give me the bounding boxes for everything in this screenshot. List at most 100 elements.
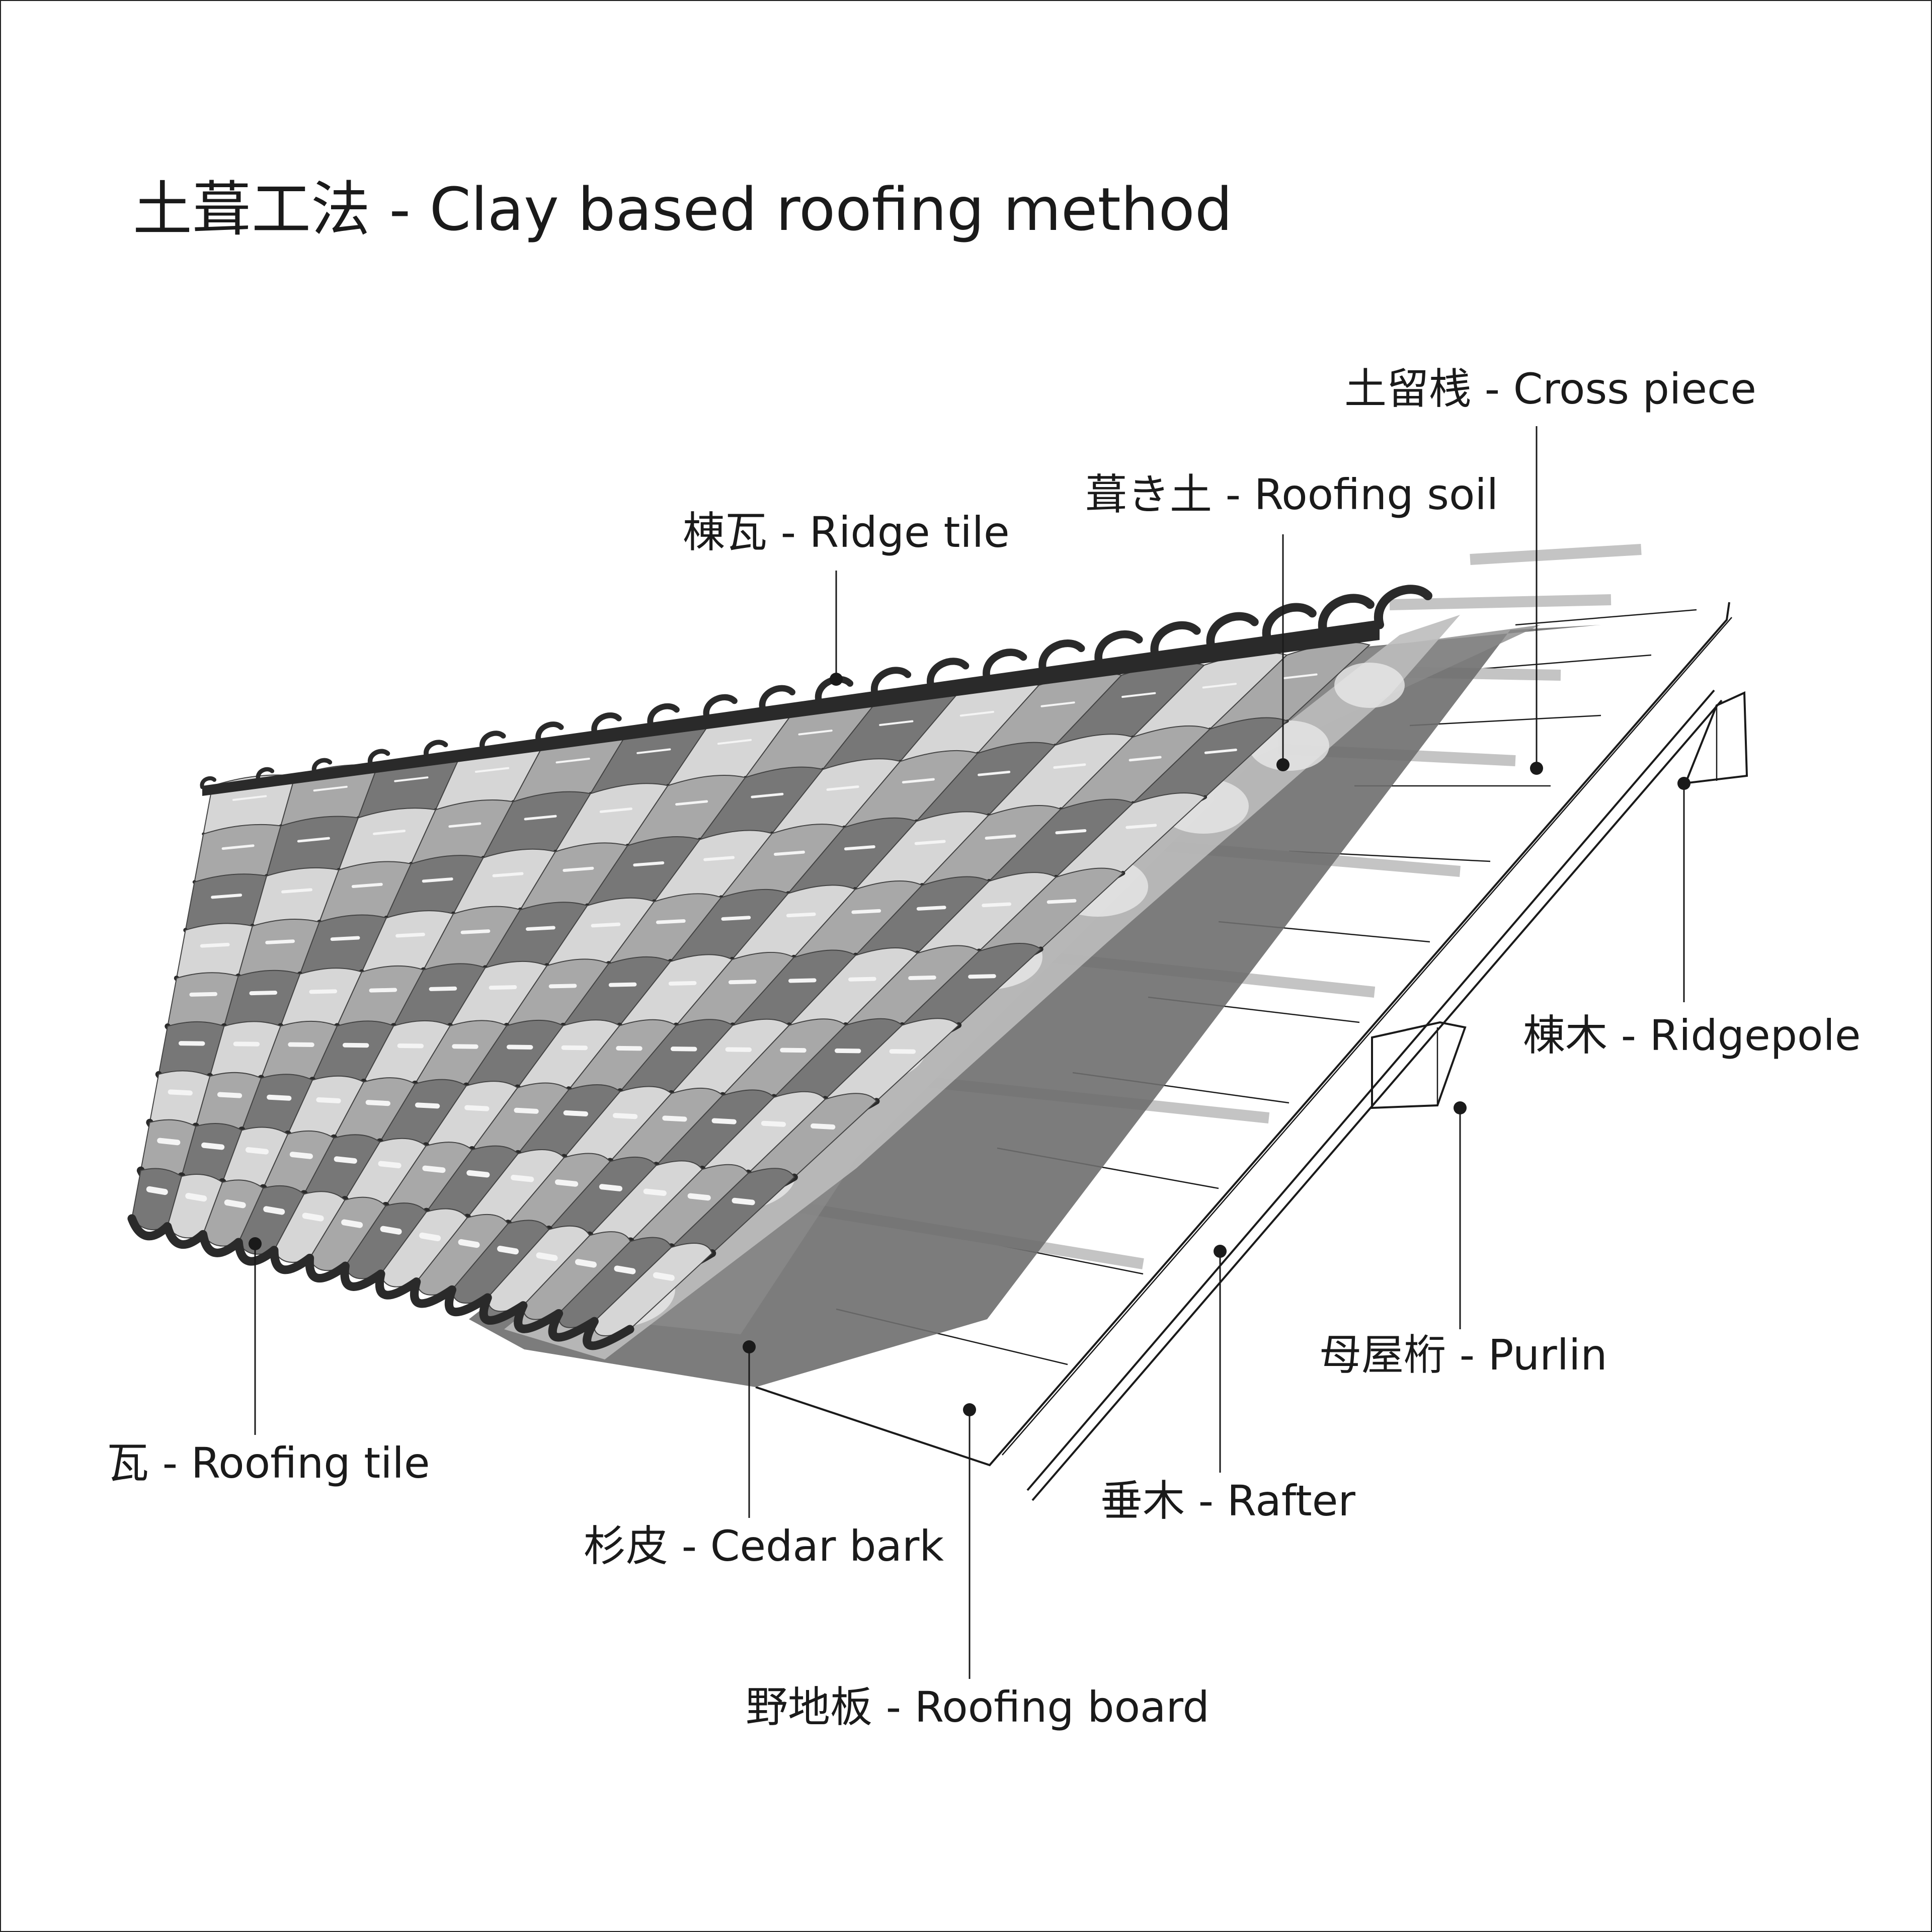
tile-highlight [563, 1110, 589, 1117]
tile-highlight [211, 894, 243, 899]
tile-highlight [774, 850, 805, 856]
ridge-tile [256, 767, 275, 782]
tile-highlight [1053, 763, 1086, 769]
tile-highlight [281, 888, 312, 894]
label-ridge-tile: 棟瓦 - Ridge tile [683, 508, 1010, 557]
tile-highlight [497, 1246, 519, 1255]
tile-highlight [721, 916, 751, 921]
tile-highlight [511, 1174, 534, 1182]
tile-highlight [263, 1206, 285, 1215]
tile-highlight [492, 872, 524, 877]
tile-highlight [1129, 756, 1162, 762]
tile-highlight [656, 919, 686, 924]
tile-highlight [536, 1252, 558, 1261]
tile-highlight [289, 1152, 313, 1159]
tile-highlight [826, 785, 859, 791]
tile-highlight [185, 1192, 207, 1202]
tile-highlight [786, 912, 816, 918]
label-roofing-tile: 瓦 - Roofing tile [107, 1438, 430, 1488]
ridge-band [202, 620, 1380, 796]
tile-highlight [636, 748, 671, 754]
tile-highlight [1040, 701, 1075, 707]
tile-highlight [302, 1213, 324, 1222]
tile-highlight [168, 1089, 193, 1096]
ridge-tiles [200, 585, 1432, 796]
tile-highlight [422, 877, 453, 883]
tile-highlight [221, 844, 255, 850]
tile-highlight [316, 1097, 341, 1104]
ridge-tile [647, 703, 680, 729]
tile-highlight [959, 710, 995, 717]
tile-highlight [662, 1115, 687, 1122]
tile-highlight [458, 1239, 480, 1248]
ridge-tile [1038, 639, 1085, 675]
tile-highlight [851, 909, 881, 914]
cross-piece-marker [1530, 762, 1543, 775]
tile-highlight [653, 1272, 675, 1281]
tile-highlight [297, 837, 330, 843]
tile-highlight [146, 1186, 168, 1195]
tile-highlight [985, 834, 1016, 840]
tile-lip [127, 1214, 172, 1241]
labels: 土留桟 - Cross piece 葺き土 - Roofing soil 棟瓦 … [107, 364, 1861, 1732]
tile-highlight [365, 1100, 390, 1106]
tile-highlight [633, 861, 665, 867]
ridge-tile [1094, 630, 1143, 668]
ridge-tile [927, 658, 970, 690]
ridge-tile [870, 667, 912, 698]
cedar-bark-marker [743, 1340, 756, 1353]
tile-highlight [711, 1118, 737, 1124]
ridge-tile [479, 731, 506, 751]
tile-highlight [1055, 829, 1087, 835]
tile-lip [514, 1301, 564, 1333]
tile-lip [375, 1269, 421, 1300]
tile-highlight [575, 1259, 597, 1268]
ridge-tile [1318, 594, 1375, 637]
tile-highlight [916, 906, 946, 911]
tile-lip [270, 1246, 314, 1274]
ridgepole [1681, 691, 1748, 785]
tile-highlight [224, 1199, 246, 1209]
tile-highlight [599, 1184, 623, 1191]
tile-highlight [232, 795, 267, 801]
tile-highlight [612, 1113, 638, 1119]
tile-highlight [460, 929, 491, 934]
tile-highlight [811, 1123, 836, 1130]
tile-highlight [313, 785, 348, 792]
tile-highlight [265, 939, 295, 944]
tile-highlight [245, 1147, 269, 1155]
tile-highlight [798, 730, 833, 736]
tile-highlight [643, 1188, 667, 1196]
tile-highlight [1202, 683, 1237, 689]
tile-highlight [422, 1165, 446, 1173]
roofing-tiles [127, 641, 1371, 1350]
tile-lip [583, 1317, 634, 1350]
label-roofing-board: 野地板 - Roofing board [746, 1682, 1210, 1732]
tile-highlight [982, 902, 1012, 908]
label-ridgepole: 棟木 - Ridgepole [1523, 1011, 1861, 1060]
tile-highlight [189, 992, 218, 997]
rafter-marker [1214, 1245, 1227, 1258]
leaders [249, 426, 1691, 1679]
tile-lip [305, 1253, 350, 1283]
tile-highlight [732, 1197, 755, 1205]
tile-highlight [978, 770, 1011, 776]
tile-lip [163, 1222, 208, 1249]
tile-highlight [330, 936, 360, 941]
ridgepole-marker [1677, 777, 1691, 790]
tile-highlight [448, 822, 481, 828]
tile-highlight [380, 1226, 402, 1235]
tile-highlight [373, 829, 406, 835]
tile-highlight [555, 1179, 579, 1187]
tile-highlight [844, 845, 875, 851]
roofing-soil-marker [1276, 758, 1290, 771]
ridge-tile [311, 758, 333, 774]
tile-highlight [415, 1102, 440, 1109]
tile-highlight [419, 1232, 441, 1242]
tile-highlight [1283, 673, 1318, 679]
tile-highlight [614, 1265, 636, 1274]
ridge-tile-marker [830, 673, 843, 686]
tile-highlight [751, 792, 784, 798]
tile-highlight [703, 856, 735, 861]
